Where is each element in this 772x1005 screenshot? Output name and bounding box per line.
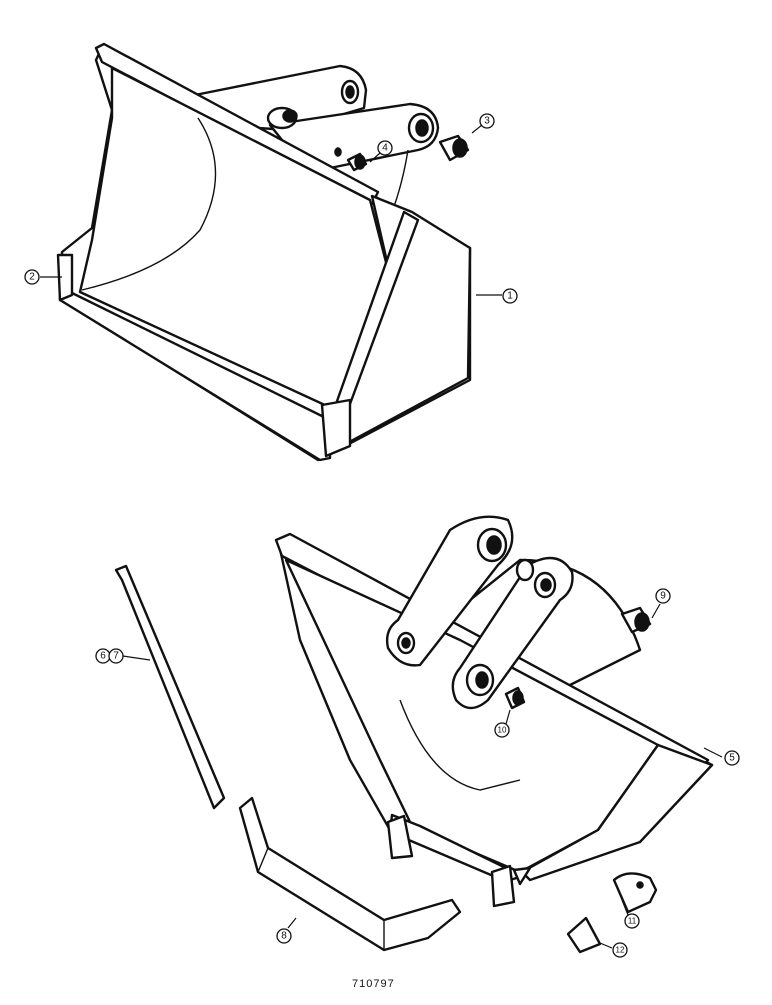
- svg-text:6: 6: [100, 651, 106, 662]
- svg-text:3: 3: [484, 116, 490, 127]
- svg-text:12: 12: [616, 946, 625, 955]
- callout-8: 8: [276, 928, 292, 944]
- callout-6-7: 6 7 6 7: [95, 648, 124, 664]
- bushing-part-10: [504, 686, 526, 710]
- leader-lines: [40, 124, 723, 949]
- svg-text:4: 4: [382, 143, 388, 154]
- svg-text:9: 9: [660, 591, 666, 602]
- svg-text:1: 1: [507, 291, 513, 302]
- svg-text:2: 2: [29, 272, 35, 283]
- svg-text:8: 8: [281, 931, 287, 942]
- callout-10: 10: [494, 722, 510, 738]
- callout-5: 5: [724, 750, 740, 766]
- backhoe-bucket: [274, 515, 714, 908]
- svg-text:11: 11: [628, 917, 637, 926]
- callout-9: 9: [655, 588, 671, 604]
- callout-4: 4: [377, 140, 393, 156]
- callout-1: 1: [502, 288, 518, 304]
- svg-text:5: 5: [729, 753, 735, 764]
- tooth-point-part-12: [566, 916, 602, 954]
- figure-number: 710797: [352, 978, 395, 990]
- bushing-part-9: [620, 606, 652, 634]
- bushing-part-3: [438, 134, 470, 162]
- bolt-on-edge-part-8: [238, 796, 462, 952]
- loader-bucket: [56, 42, 472, 462]
- callout-11: 11: [624, 913, 640, 929]
- callout-3: 3: [479, 113, 495, 129]
- cutting-edge-part-6-7: [114, 564, 226, 810]
- svg-text:10: 10: [498, 726, 507, 735]
- tooth-part-11: [612, 872, 658, 914]
- pin-part-4: [346, 152, 368, 172]
- callout-12: 12: [612, 942, 628, 958]
- callout-2: 2: [24, 269, 40, 285]
- svg-text:7: 7: [113, 651, 119, 662]
